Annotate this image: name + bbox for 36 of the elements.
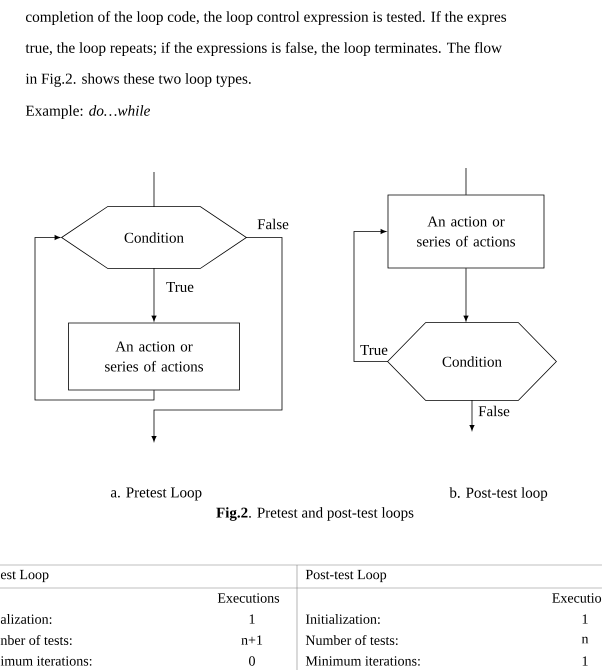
subfigure-label: a. Pretest Loop bbox=[110, 488, 202, 501]
paragraph-line: completion of the loop code, the loop control expression is tested. If the expres bbox=[26, 11, 506, 25]
table-cell-text: Number of tests: bbox=[306, 634, 398, 646]
table-cell-text: 1 bbox=[582, 614, 588, 624]
condition-hexagon: Condition bbox=[387, 322, 557, 401]
arrow bbox=[470, 400, 474, 431]
table-cell-text: Post-test Loop bbox=[306, 570, 386, 582]
table-cell-text: alization: bbox=[0, 614, 52, 624]
table-cell-text: 0 bbox=[249, 656, 255, 666]
process-box: An action or series of actions bbox=[68, 322, 240, 390]
arrow bbox=[464, 268, 468, 322]
arrow bbox=[354, 229, 388, 362]
table-cell-text: Executions bbox=[218, 593, 280, 603]
figure-caption: Fig.2. Pretest and post-test loops bbox=[216, 507, 414, 521]
subfigure-label: b. Post-test loop bbox=[449, 487, 548, 501]
table-cell-text: Executio bbox=[552, 593, 602, 603]
table-cell-text: n+1 bbox=[241, 635, 262, 645]
paragraph-line: in Fig.2. shows these two loop types. bbox=[26, 73, 251, 87]
table-cell-text: 1 bbox=[582, 656, 588, 666]
table-cell-text: nber of tests: bbox=[0, 634, 72, 646]
paragraph-line: true, the loop repeats; if the expressions is false, the loop terminates. The flow bbox=[26, 42, 502, 56]
table-cell-text: Initialization: bbox=[306, 614, 380, 624]
process-box: An action or series of actions bbox=[388, 194, 544, 268]
arrow bbox=[34, 235, 154, 400]
arrow bbox=[152, 268, 156, 322]
table-cell-text: imum iterations: bbox=[0, 656, 92, 666]
table-cell-text: 1 bbox=[250, 614, 255, 624]
edge-label: True bbox=[359, 344, 389, 356]
table-cell-text: est Loop bbox=[0, 570, 48, 582]
table-cell-text: Minimum iterations: bbox=[306, 656, 420, 666]
edge-label: False bbox=[256, 218, 290, 230]
table-cell-text: n bbox=[582, 636, 588, 644]
example-text: Example: do…while bbox=[26, 105, 150, 119]
arrow bbox=[152, 237, 282, 442]
edge-label: False bbox=[477, 404, 511, 418]
edge-label: True bbox=[165, 281, 195, 293]
